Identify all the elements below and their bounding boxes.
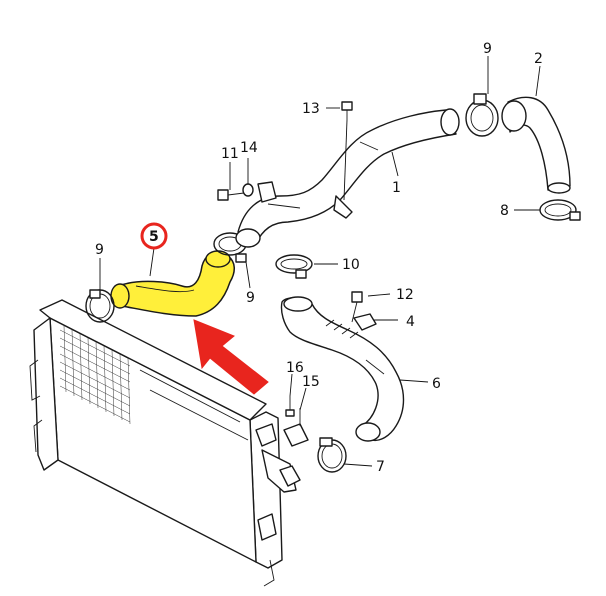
bracket-15 xyxy=(283,408,309,447)
callout-5: 5 xyxy=(149,229,159,245)
bracket-4 xyxy=(353,313,377,331)
callout-11: 11 xyxy=(221,146,239,162)
callout-15: 15 xyxy=(302,374,320,390)
callout-9-left: 9 xyxy=(95,242,104,258)
pipe-1 xyxy=(235,108,460,248)
callout-14: 14 xyxy=(240,140,258,156)
callout-1: 1 xyxy=(392,180,401,196)
callout-13: 13 xyxy=(302,101,320,117)
clamp-9-top xyxy=(465,93,499,137)
callout-labels: 1 2 4 5 6 7 8 9 9 9 10 11 12 13 14 15 16 xyxy=(95,41,543,475)
intercooler xyxy=(29,299,297,587)
bolt-11 xyxy=(217,189,245,201)
callout-2: 2 xyxy=(534,51,543,67)
hose-2 xyxy=(501,96,571,194)
callout-8: 8 xyxy=(500,203,509,219)
hose-5-highlighted xyxy=(110,250,235,317)
clamp-8 xyxy=(539,199,581,221)
callout-9-center: 9 xyxy=(246,290,255,306)
washer-14 xyxy=(242,183,254,197)
clamp-9-left xyxy=(85,289,115,323)
clamp-10 xyxy=(275,254,313,279)
intercooler-core-grid xyxy=(59,325,131,425)
callout-16: 16 xyxy=(286,360,304,376)
callout-12: 12 xyxy=(396,287,414,303)
callout-9-top: 9 xyxy=(483,41,492,57)
sensor-16 xyxy=(285,396,295,417)
hose-6 xyxy=(280,296,405,442)
callout-10: 10 xyxy=(342,257,360,273)
sensor-12 xyxy=(351,291,363,323)
clamp-7 xyxy=(317,437,347,473)
callout-6: 6 xyxy=(432,376,441,392)
bolt-13 xyxy=(341,101,353,120)
leader-lines xyxy=(99,56,541,467)
callout-7: 7 xyxy=(376,459,385,475)
callout-ring-5 xyxy=(140,222,168,250)
red-pointer-arrow xyxy=(193,319,269,395)
callout-4: 4 xyxy=(406,314,415,330)
